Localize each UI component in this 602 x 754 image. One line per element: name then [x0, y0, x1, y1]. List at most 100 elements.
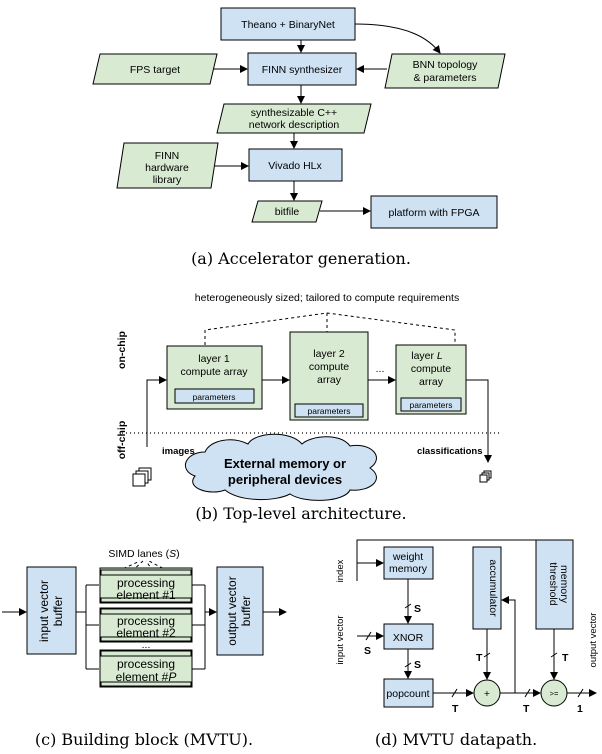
fanout-lines	[76, 584, 99, 670]
input-buffer-label-1: input vector	[37, 580, 51, 642]
layer-ellipsis: ...	[376, 363, 385, 375]
output-vector-label: output vector	[588, 613, 599, 668]
arrow-adder-accumulator	[500, 596, 516, 694]
bitfile-box	[251, 200, 323, 223]
output-buffer-label-2: buffer	[239, 596, 253, 626]
pep-label-1: processing	[117, 657, 175, 671]
arrow-layerL-classifications	[466, 379, 492, 463]
input-vector-buffer-box	[26, 566, 77, 655]
width-t-threshold: T	[562, 652, 569, 664]
simd-lanes-label: SIMD lanes (S)	[108, 548, 179, 560]
caption-b: (b) Top-level architecture.	[195, 504, 406, 523]
panel-a-accelerator-generation: Theano + BinaryNet FPS target FINN synth…	[92, 7, 506, 268]
panel-c-building-block: SIMD lanes (S) input vector buffer proce…	[2, 548, 287, 749]
comparator-label: >=	[550, 689, 559, 698]
vivado-hlx-box	[248, 148, 343, 182]
bnn-topology-label: BNN topology	[413, 59, 479, 71]
weight-memory-label-2: memory	[389, 563, 428, 575]
cpp-description-label-1: synthesizable C++	[251, 107, 337, 119]
pe-2: processing element #2	[99, 607, 193, 643]
arrow-theano-bnn	[354, 23, 441, 54]
layer1-parameters-label: parameters	[193, 392, 236, 402]
arrow-images-layer1	[146, 376, 167, 447]
width-s-input: S	[364, 645, 371, 657]
caption-d: (d) MVTU datapath.	[375, 730, 537, 749]
finn-hw-library-label-1: FINN	[155, 150, 180, 162]
images-stack-icon	[132, 467, 152, 487]
input-buffer-label-2: buffer	[51, 596, 65, 626]
panel-b-top-level-architecture: heterogeneously sized; tailored to compu…	[116, 292, 500, 523]
on-chip-label: on-chip	[116, 331, 128, 369]
threshold-memory-label-1: threshold	[547, 562, 559, 605]
pe-ellipsis: ...	[142, 639, 151, 651]
fanin-lines	[192, 584, 215, 670]
external-memory-cloud	[184, 433, 377, 501]
caption-c: (c) Building block (MVTU).	[35, 730, 253, 749]
xnor-label: XNOR	[393, 632, 424, 644]
external-memory-label-1: External memory or	[224, 456, 346, 471]
cpp-description-box	[216, 103, 372, 134]
finn-hw-library-box	[116, 142, 219, 189]
layer1-label-1: layer 1	[198, 353, 230, 365]
platform-fpga-label: platform with FPGA	[388, 207, 479, 219]
layer2-label-2: compute	[309, 361, 349, 373]
bnn-topology-box	[384, 53, 506, 89]
finn-synthesizer-box	[247, 52, 357, 86]
bitfile-label: bitfile	[275, 206, 300, 218]
images-label: images	[162, 446, 195, 457]
output-vector-buffer-box	[216, 566, 264, 656]
width-one-output: 1	[577, 703, 583, 715]
pe2-label-2: element #2	[116, 626, 176, 640]
width-t-adder: T	[523, 703, 530, 715]
layerL-parameters-box	[400, 397, 462, 412]
pe2-label-1: processing	[117, 614, 175, 628]
platform-fpga-box	[370, 195, 498, 229]
input-vector-label: input vector	[335, 615, 346, 664]
layer1-label-2: compute array	[180, 366, 248, 378]
finn-synthesizer-label: FINN synthesizer	[262, 64, 343, 76]
popcount-label: popcount	[386, 688, 429, 700]
index-label: index	[335, 559, 346, 582]
theano-binarynet-box	[220, 7, 356, 41]
popcount-box	[383, 678, 434, 708]
caption-a: (a) Accelerator generation.	[191, 249, 411, 268]
layer1-parameters-box	[174, 388, 255, 404]
pe-1: processing element #1	[99, 567, 193, 604]
pep-label-2: element #P	[116, 670, 177, 684]
accumulator-label: accumulator	[487, 559, 499, 617]
layerL-label-1: layer L	[411, 350, 443, 362]
width-s-weight: S	[414, 603, 421, 615]
width-t-accumulator: T	[476, 652, 483, 664]
vivado-hlx-label: Vivado HLx	[268, 160, 322, 172]
layer2-parameters-label: parameters	[308, 406, 351, 416]
width-s-xnor: S	[414, 659, 421, 671]
theano-binarynet-label: Theano + BinaryNet	[241, 19, 335, 31]
weight-memory-box	[383, 546, 434, 580]
bus-width-ticks	[365, 603, 584, 698]
layer2-label-3: array	[317, 374, 342, 386]
weight-memory-label-1: weight	[392, 551, 423, 563]
classifications-stack-icon	[479, 470, 492, 483]
pe1-label-1: processing	[117, 576, 175, 590]
finn-hw-library-label-3: library	[153, 174, 182, 186]
layer2-parameters-box	[294, 403, 364, 418]
pe1-label-2: element #1	[116, 588, 176, 602]
off-chip-label: off-chip	[116, 421, 128, 460]
finn-hw-library-label-2: hardware	[145, 162, 189, 174]
width-t-popcount: T	[452, 703, 459, 715]
fps-target-label: FPS target	[130, 64, 180, 76]
accumulator-box	[472, 546, 502, 630]
heterogeneous-label: heterogeneously sized; tailored to compu…	[195, 292, 459, 304]
adder-label: +	[484, 688, 490, 700]
layer2-label-1: layer 2	[313, 348, 345, 360]
pe-p: processing element #P	[99, 649, 193, 688]
index-bus	[356, 539, 550, 581]
layerL-parameters-label: parameters	[410, 400, 453, 410]
output-buffer-label-1: output vector	[225, 576, 239, 645]
classifications-label: classifications	[417, 446, 482, 457]
threshold-memory-label-2: memory	[558, 565, 570, 604]
threshold-memory-box	[535, 539, 574, 630]
panel-d-mvtu-datapath: index input vector weight memory XNOR po…	[335, 539, 599, 749]
simd-dashed-lines	[117, 560, 169, 572]
fps-target-box	[92, 53, 218, 85]
